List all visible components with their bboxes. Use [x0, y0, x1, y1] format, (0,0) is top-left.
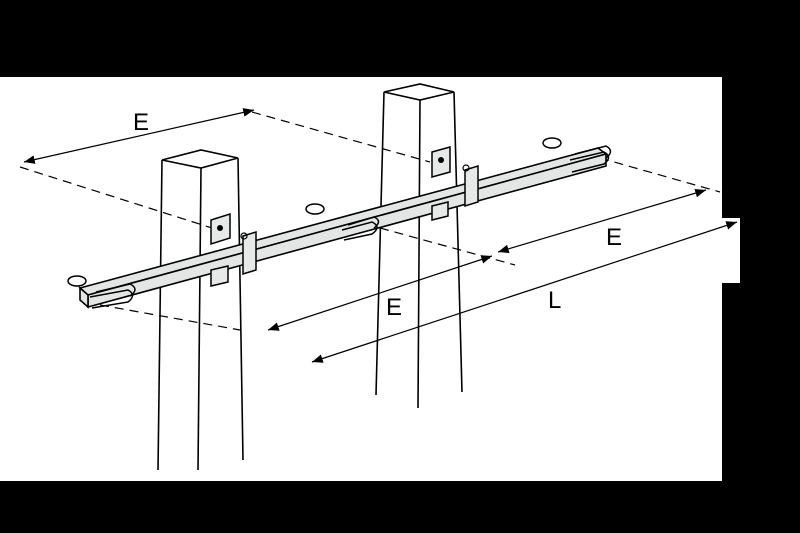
- left-end-shackle-icon: [67, 275, 136, 309]
- dimension-lines: [23, 108, 738, 363]
- right-end-shackle-icon: [542, 137, 612, 173]
- dimension-l: [311, 221, 738, 363]
- label-e-top: E: [133, 109, 149, 136]
- label-e-middle: E: [386, 294, 402, 321]
- label-l: L: [548, 287, 561, 314]
- left-clamp-bolt-icon: [217, 225, 223, 231]
- dimension-e-top: [23, 108, 255, 164]
- left-clamp: [210, 212, 257, 287]
- right-clamp-bolt-icon: [438, 157, 444, 163]
- label-e-right: E: [606, 224, 622, 251]
- right-clamp: [431, 146, 479, 221]
